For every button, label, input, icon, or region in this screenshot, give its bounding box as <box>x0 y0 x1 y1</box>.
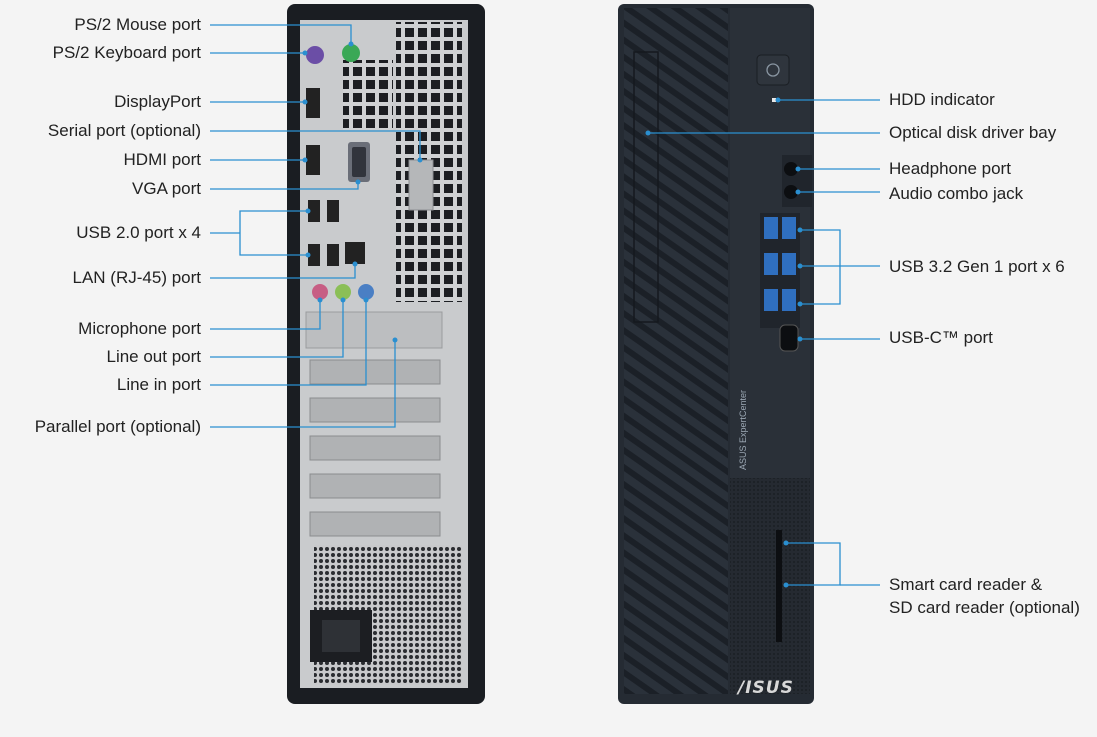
rear-chassis <box>287 4 485 704</box>
label-sdcard: SD card reader (optional) <box>889 598 1080 617</box>
label-lineout: Line out port <box>106 347 201 366</box>
card-slot <box>776 530 782 642</box>
label-smartcard: Smart card reader & <box>889 575 1043 594</box>
lineout-jack <box>335 284 351 300</box>
brand-side-text: ASUS ExpertCenter <box>738 389 748 470</box>
leader-dots <box>302 41 803 588</box>
hdmi-connector <box>306 145 320 175</box>
label-audio: Audio combo jack <box>889 184 1024 203</box>
label-hdmi: HDMI port <box>123 150 201 169</box>
displayport-connector <box>306 88 320 118</box>
label-displayport: DisplayPort <box>114 92 201 111</box>
linein-jack <box>358 284 374 300</box>
label-mic: Microphone port <box>78 319 201 338</box>
power-button <box>756 54 790 86</box>
mic-jack <box>312 284 328 300</box>
asus-logo: /ISUS <box>738 678 794 698</box>
label-headphone: Headphone port <box>889 159 1011 178</box>
label-ps2-keyboard: PS/2 Keyboard port <box>52 43 201 62</box>
label-hdd: HDD indicator <box>889 90 995 109</box>
audio-jack <box>784 185 798 199</box>
headphone-jack <box>784 162 798 176</box>
usb-c-port <box>779 324 799 352</box>
label-ps2-mouse: PS/2 Mouse port <box>74 15 201 34</box>
label-usb32: USB 3.2 Gen 1 port x 6 <box>889 257 1065 276</box>
label-vga: VGA port <box>132 179 201 198</box>
front-chassis <box>618 4 814 704</box>
label-usb20: USB 2.0 port x 4 <box>76 223 201 242</box>
leader-lines <box>210 24 880 586</box>
ps2-mouse-jack <box>342 44 360 62</box>
lan-connector <box>345 242 365 264</box>
label-parallel: Parallel port (optional) <box>34 417 201 436</box>
label-usbc: USB-C™ port <box>889 328 993 347</box>
ps2-keyboard-jack <box>306 46 324 64</box>
label-linein: Line in port <box>116 375 201 394</box>
label-lan: LAN (RJ-45) port <box>72 268 201 287</box>
label-serial: Serial port (optional) <box>47 121 201 140</box>
hdd-led <box>772 98 776 102</box>
label-odd: Optical disk driver bay <box>889 123 1057 142</box>
